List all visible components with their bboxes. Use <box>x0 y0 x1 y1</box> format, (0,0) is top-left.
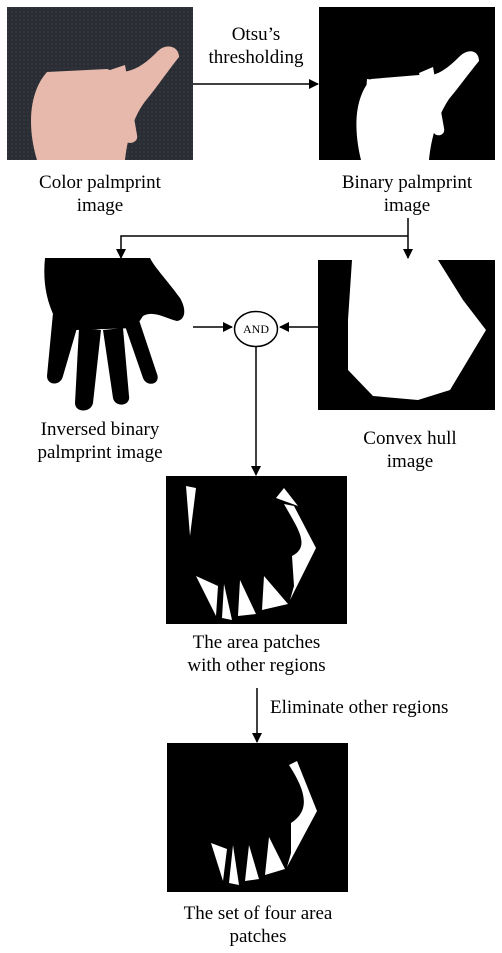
color-palmprint-image <box>7 7 193 160</box>
four-area-patches-image <box>167 743 348 892</box>
inversed-binary-caption: Inversed binary palmprint image <box>37 419 163 463</box>
inversed-binary-palmprint-image <box>35 258 185 413</box>
binary-palmprint-caption: Binary palmprint image <box>341 172 473 216</box>
otsu-label: Otsu’s thresholding <box>208 24 304 68</box>
area-patches-other-regions-image <box>166 476 347 624</box>
binary-palmprint-image <box>319 7 495 160</box>
eliminate-label: Eliminate other regions <box>270 697 449 718</box>
and-text: AND <box>243 322 269 336</box>
convex-hull-image <box>318 260 495 410</box>
four-area-patches-caption: The set of four area patches <box>183 903 333 947</box>
color-palmprint-caption: Color palmprint image <box>39 172 161 216</box>
area-patches-caption: The area patches with other regions <box>187 632 326 676</box>
convex-hull-caption: Convex hull image <box>363 428 457 472</box>
arrow-binary-to-inversed <box>116 235 408 259</box>
